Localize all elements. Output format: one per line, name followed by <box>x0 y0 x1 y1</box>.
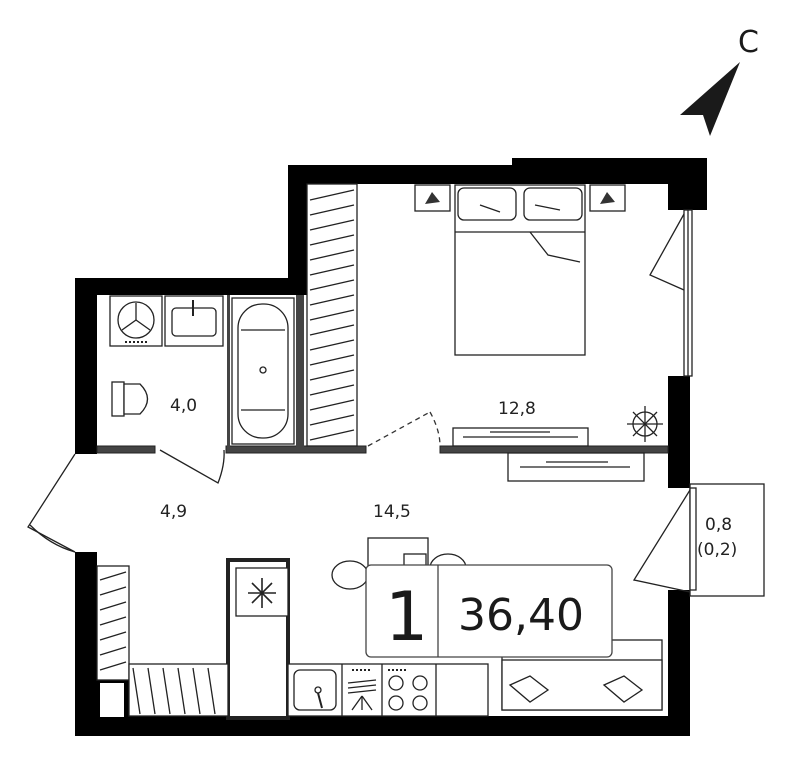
summary-badge: 1 36,40 <box>365 564 613 658</box>
rooms-count: 1 <box>385 578 428 657</box>
toilet-icon <box>111 381 149 417</box>
plant-icon <box>627 406 663 442</box>
bathtub-icon <box>231 297 295 445</box>
kitchen-sink-icon <box>293 669 337 711</box>
washing-machine-icon <box>109 295 163 347</box>
bedroom-wardrobe <box>306 183 358 447</box>
walls <box>75 158 707 736</box>
compass-label: С <box>738 25 759 60</box>
nightstand-left-icon <box>414 184 451 212</box>
bedroom-window <box>649 209 693 377</box>
balcony-reduced-area-label: (0,2) <box>697 540 737 560</box>
bedroom-door <box>367 411 441 447</box>
double-bed-icon <box>454 184 586 356</box>
stove-icon <box>388 669 428 711</box>
bedroom-dresser <box>452 427 589 447</box>
balcony-area-label: 0,8 <box>705 515 732 535</box>
kitchen-living-area-label: 14,5 <box>373 502 411 522</box>
bathroom-sink-icon <box>164 295 224 347</box>
compass-arrow-icon <box>680 62 740 136</box>
nightstand-right-icon <box>589 184 626 212</box>
bathroom-door <box>159 449 225 484</box>
dishwasher-icon <box>347 669 377 711</box>
entrance-door <box>27 453 76 553</box>
bedroom-area-label: 12,8 <box>498 399 536 419</box>
hallway-wardrobe <box>96 565 229 717</box>
tv-stand <box>507 452 645 482</box>
compass: С <box>680 25 759 136</box>
bathroom-area-label: 4,0 <box>170 396 197 416</box>
hallway-area-label: 4,9 <box>160 502 187 522</box>
total-area: 36,40 <box>458 590 584 641</box>
fridge-icon <box>235 567 289 617</box>
balcony <box>632 483 765 597</box>
